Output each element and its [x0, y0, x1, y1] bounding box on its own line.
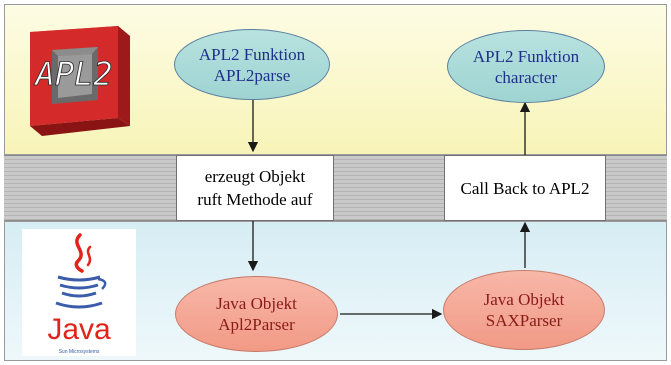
node-apl2-parse-line2: APL2parse — [213, 65, 291, 85]
box-callback: Call Back to APL2 — [444, 155, 606, 221]
node-apl2-parse-line1: APL2 Funktion — [198, 44, 306, 64]
box-creates-object-line1: erzeugt Objekt — [204, 167, 306, 186]
node-java-apl2parser: Java Objekt Apl2Parser — [175, 276, 338, 352]
box-callback-label: Call Back to APL2 — [460, 178, 590, 198]
java-logo-company: Sun Microsystems — [58, 349, 100, 355]
java-cup-icon — [55, 233, 107, 309]
box-creates-object: erzeugt Objekt ruft Methode auf — [176, 155, 334, 221]
node-java-apl2parser-line1: Java Objekt — [216, 294, 297, 313]
apl2-logo-text: APL2 — [33, 55, 112, 93]
java-logo: Java Sun Microsystems — [22, 229, 136, 356]
apl2-logo: APL2 — [22, 22, 136, 140]
node-apl2-character-line1: APL2 Funktion — [472, 46, 580, 66]
box-creates-object-line2: ruft Methode auf — [197, 190, 313, 209]
node-java-saxparser-line1: Java Objekt — [483, 290, 565, 309]
node-apl2-character-line2: character — [494, 67, 558, 87]
java-logo-word: Java — [47, 313, 111, 346]
node-java-apl2parser-line2: Apl2Parser — [218, 315, 295, 334]
node-apl2-parse: APL2 Funktion APL2parse — [174, 29, 330, 100]
node-java-saxparser: Java Objekt SAXParser — [443, 270, 605, 350]
node-apl2-character: APL2 Funktion character — [447, 30, 605, 103]
node-java-saxparser-line2: SAXParser — [485, 311, 563, 330]
